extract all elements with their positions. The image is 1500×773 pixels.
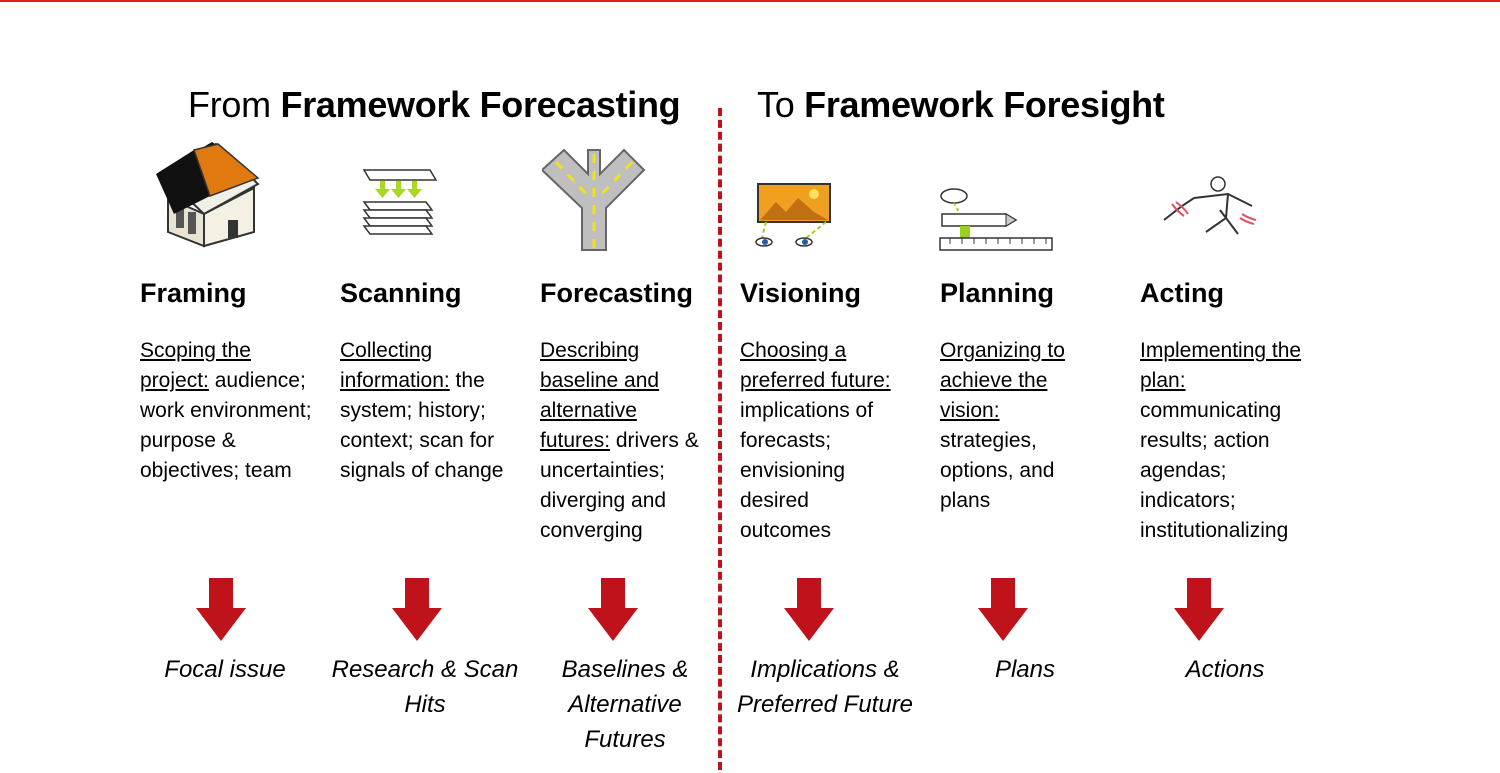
stage-title: Visioning (740, 278, 862, 308)
down-arrow-icon (1174, 578, 1224, 641)
top-rule (0, 0, 1500, 2)
stage-outcome: Baselines & Alternative Futures (561, 656, 689, 753)
stage-text: implications of forecasts; envisioning d… (740, 399, 874, 542)
heading-from-bold: Framework Forecasting (280, 84, 681, 125)
heading-to-bold: Framework Foresight (804, 84, 1165, 125)
stage-forecasting: Forecasting Describing baseline and alte… (540, 0, 730, 773)
heading-to: To Framework Foresight (757, 84, 1165, 126)
stage-description: Organizing to achieve the vision: strate… (940, 336, 1090, 516)
stage-description: Collecting information: the system; hist… (340, 336, 518, 486)
stage-description: Choosing a preferred future: implication… (740, 336, 900, 546)
dashed-divider (718, 108, 722, 770)
down-arrow-icon (784, 578, 834, 641)
stage-lead: Organizing to achieve the vision: (940, 339, 1065, 422)
down-arrow-icon (978, 578, 1028, 641)
down-arrow-icon (588, 578, 638, 641)
down-arrow-icon (196, 578, 246, 641)
stage-description: Describing baseline and alternative futu… (540, 336, 710, 546)
stage-outcome: Research & Scan Hits (331, 656, 519, 718)
stage-outcome: Focal issue (164, 656, 286, 683)
ruler-pencil-icon (939, 188, 1053, 251)
down-arrow-icon (392, 578, 442, 641)
heading-from: From Framework Forecasting (188, 84, 681, 126)
stage-lead: Implementing the plan: (1140, 339, 1302, 392)
stage-title: Forecasting (540, 278, 694, 308)
stage-text: drivers & uncertainties; diverging and c… (540, 429, 699, 542)
house-icon (156, 142, 260, 248)
stage-description: Implementing the plan: communicating res… (1140, 336, 1318, 546)
vision-eyes-icon (755, 183, 831, 247)
heading-to-prefix: To (757, 84, 805, 125)
stacked-pages-icon (362, 169, 438, 235)
stage-outcome: Actions (1185, 656, 1265, 683)
stage-visioning: Visioning Choosing a preferred future: i… (737, 0, 930, 773)
stage-lead: Describing baseline and alternative futu… (540, 339, 660, 452)
heading-from-prefix: From (188, 84, 281, 125)
stage-acting: Acting Implementing the plan: communicat… (1140, 0, 1330, 773)
running-person-icon (1163, 176, 1257, 235)
stage-lead: Scoping the project: (140, 339, 251, 392)
stage-title: Acting (1140, 278, 1224, 308)
stage-title: Planning (940, 278, 1054, 308)
stage-text: strategies, options, and plans (940, 429, 1055, 512)
stage-scanning: Scanning Collecting information: the sys… (332, 0, 530, 773)
stage-outcome: Implications & Preferred Future (736, 656, 914, 718)
stage-outcome: Plans (994, 656, 1056, 683)
stage-title: Framing (140, 278, 247, 308)
stage-text: audience; work environment; purpose & ob… (140, 369, 312, 482)
stage-title: Scanning (340, 278, 462, 308)
stage-lead: Choosing a preferred future: (740, 339, 891, 392)
stage-text: communicating results; action agendas; i… (1140, 399, 1289, 542)
stage-description: Scoping the project: audience; work envi… (140, 336, 318, 486)
forking-road-icon (542, 148, 646, 251)
stage-framing: Framing Scoping the project: audience; w… (140, 0, 330, 773)
stage-planning: Planning Organizing to achieve the visio… (939, 0, 1130, 773)
stage-lead: Collecting information: (340, 339, 450, 392)
stage-text: the system; history; context; scan for s… (340, 369, 504, 482)
